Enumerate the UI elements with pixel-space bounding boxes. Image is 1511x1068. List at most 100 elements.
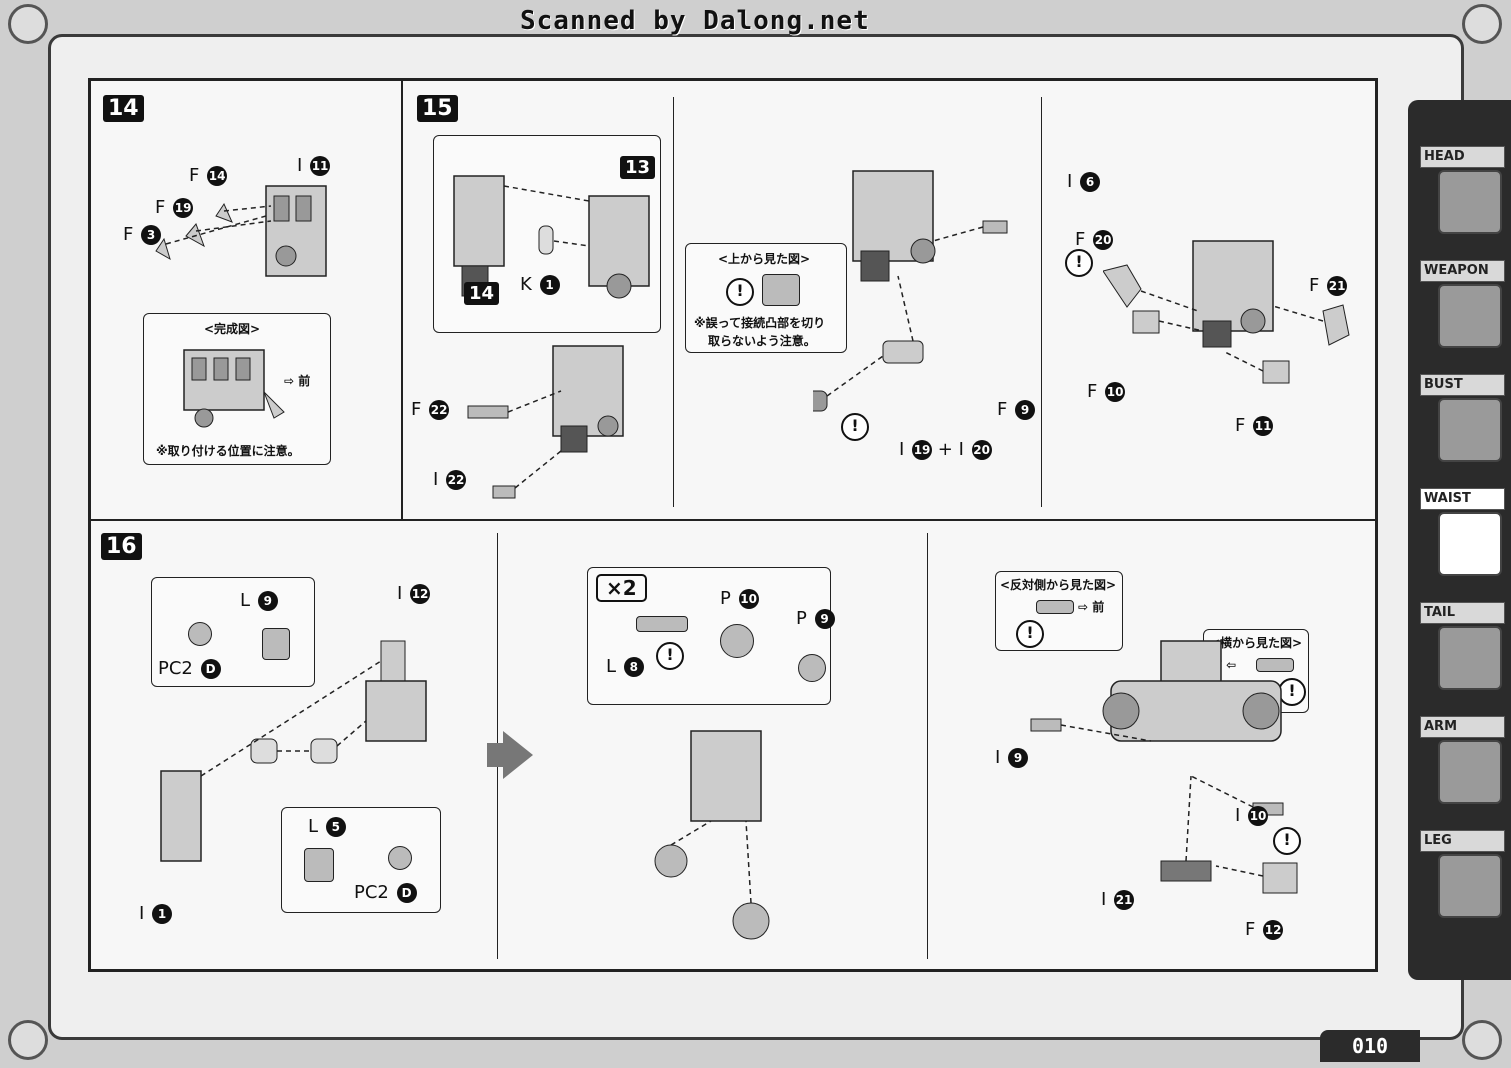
opposite-view-title: <反対側から見た図> bbox=[1000, 578, 1117, 592]
step-number: 16 bbox=[101, 533, 142, 560]
step-16-panel: 16 L 9 PC2 D I 12 L 5 PC2 D I 1 bbox=[90, 520, 1376, 970]
front-label: ⇨ 前 bbox=[1078, 600, 1105, 614]
waist-icon bbox=[1438, 512, 1502, 576]
multiplier-badge: ×2 bbox=[596, 574, 647, 602]
assembly-diagram bbox=[654, 730, 770, 940]
part-illustration bbox=[1256, 658, 1294, 672]
part-label: L 5 bbox=[308, 816, 346, 837]
inner-step-13: 13 bbox=[620, 156, 656, 179]
arm-icon bbox=[1438, 740, 1502, 804]
dragon-head-icon bbox=[1438, 170, 1502, 234]
sidebar-item-label: ARM bbox=[1420, 716, 1505, 738]
part-label: I 21 bbox=[1101, 889, 1135, 910]
sidebar-item-weapon[interactable]: WEAPON bbox=[1416, 260, 1508, 356]
part-illustration bbox=[762, 274, 800, 306]
step-15-panel: 15 13 14 K 1 F 22 I 22 bbox=[402, 80, 1376, 520]
part-label: F 19 bbox=[155, 197, 194, 218]
corner-bolt-icon bbox=[8, 4, 48, 44]
caution-icon: ! bbox=[1065, 249, 1093, 277]
bust-icon bbox=[1438, 398, 1502, 462]
next-arrow-icon bbox=[487, 743, 503, 767]
caution-icon: ! bbox=[1016, 620, 1044, 648]
part-label: F 11 bbox=[1235, 415, 1274, 436]
top-view-note: 取らないよう注意。 bbox=[708, 334, 816, 348]
part-illustration bbox=[798, 654, 826, 682]
front-label: ⇨ 前 bbox=[284, 374, 311, 388]
sidebar-item-head[interactable]: HEAD bbox=[1416, 146, 1508, 242]
divider bbox=[927, 533, 928, 959]
subassembly-box: 13 14 K 1 bbox=[433, 135, 661, 333]
part-illustration bbox=[636, 616, 688, 632]
corner-bolt-icon bbox=[1462, 1020, 1502, 1060]
part-label: F 10 bbox=[1087, 381, 1126, 402]
part-combo-label: I 19 + I 20 bbox=[899, 439, 992, 460]
assembly-diagram bbox=[1103, 240, 1350, 384]
completed-view-box: <完成図> ⇨ 前 ※取り付ける位置に注意。 bbox=[143, 313, 331, 465]
next-arrow-icon bbox=[503, 731, 533, 779]
inner-step-14: 14 bbox=[464, 282, 500, 305]
opposite-view-box: <反対側から見た図> ⇨ 前 ! bbox=[995, 571, 1123, 651]
part-illustration bbox=[304, 848, 334, 882]
page-number: 010 bbox=[1320, 1030, 1420, 1062]
part-label: P 10 bbox=[720, 588, 759, 609]
part-illustration bbox=[188, 622, 212, 646]
sidebar-item-waist[interactable]: WAIST bbox=[1416, 488, 1508, 584]
part-label: I 6 bbox=[1067, 171, 1101, 192]
caution-note: ※取り付ける位置に注意。 bbox=[156, 444, 300, 458]
caution-icon: ! bbox=[841, 413, 869, 441]
detail-box: L 9 PC2 D bbox=[151, 577, 315, 687]
weapon-icon bbox=[1438, 284, 1502, 348]
leg-icon bbox=[1438, 854, 1502, 918]
waist-part-diagram bbox=[155, 185, 327, 277]
part-label: I 11 bbox=[297, 155, 331, 176]
part-label: K 1 bbox=[520, 274, 560, 295]
sidebar-item-tail[interactable]: TAIL bbox=[1416, 602, 1508, 698]
step-number: 14 bbox=[103, 95, 144, 122]
part-label: F 20 bbox=[1075, 229, 1114, 250]
top-view-box: <上から見た図> ! ※誤って接続凸部を切り 取らないよう注意。 bbox=[685, 243, 847, 353]
sidebar-item-bust[interactable]: BUST bbox=[1416, 374, 1508, 470]
tail-icon bbox=[1438, 626, 1502, 690]
instruction-page: 14 F 14 F 19 F 3 I 11 <完成図> bbox=[88, 78, 1378, 972]
part-label: F 22 bbox=[411, 399, 450, 420]
part-label: L 9 bbox=[240, 590, 278, 611]
part-label: I 22 bbox=[433, 469, 467, 490]
side-view-title: <横から見た図> bbox=[1210, 636, 1303, 650]
sidebar-item-arm[interactable]: ARM bbox=[1416, 716, 1508, 812]
part-illustration bbox=[388, 846, 412, 870]
sidebar-item-leg[interactable]: LEG bbox=[1416, 830, 1508, 926]
part-label: F 12 bbox=[1245, 919, 1284, 940]
assembly-diagram bbox=[1030, 640, 1298, 894]
assembly-diagram bbox=[467, 345, 624, 499]
part-label: F 14 bbox=[189, 165, 228, 186]
detail-box: L 5 PC2 D bbox=[281, 807, 441, 913]
part-illustration bbox=[1036, 600, 1074, 614]
completed-title: <完成図> bbox=[204, 322, 261, 336]
detail-box: ×2 P 10 P 9 ! L 8 bbox=[587, 567, 835, 705]
part-label: PC2 D bbox=[158, 658, 221, 679]
part-label: I 9 bbox=[995, 747, 1029, 768]
part-label: I 1 bbox=[139, 903, 173, 924]
divider bbox=[1041, 97, 1042, 507]
sidebar-item-label: WEAPON bbox=[1420, 260, 1505, 282]
caution-icon: ! bbox=[726, 278, 754, 306]
part-illustration bbox=[720, 624, 754, 658]
sidebar-item-label: WAIST bbox=[1420, 488, 1505, 510]
part-label: P 9 bbox=[796, 608, 835, 629]
step-number: 15 bbox=[417, 95, 458, 122]
sidebar-item-label: TAIL bbox=[1420, 602, 1505, 624]
caution-icon: ! bbox=[656, 642, 684, 670]
corner-bolt-icon bbox=[8, 1020, 48, 1060]
part-label: I 12 bbox=[397, 583, 431, 604]
corner-bolt-icon bbox=[1462, 4, 1502, 44]
sidebar-item-label: BUST bbox=[1420, 374, 1505, 396]
sidebar-item-label: HEAD bbox=[1420, 146, 1505, 168]
part-label: L 8 bbox=[606, 656, 644, 677]
watermark: Scanned by Dalong.net bbox=[520, 6, 870, 36]
part-label: I 10 bbox=[1235, 805, 1269, 826]
step-14-panel: 14 F 14 F 19 F 3 I 11 <完成図> bbox=[90, 80, 402, 520]
part-label: F 9 bbox=[997, 399, 1036, 420]
assembly-diagram bbox=[813, 170, 1008, 412]
part-label: F 3 bbox=[123, 224, 162, 245]
part-label: PC2 D bbox=[354, 882, 417, 903]
